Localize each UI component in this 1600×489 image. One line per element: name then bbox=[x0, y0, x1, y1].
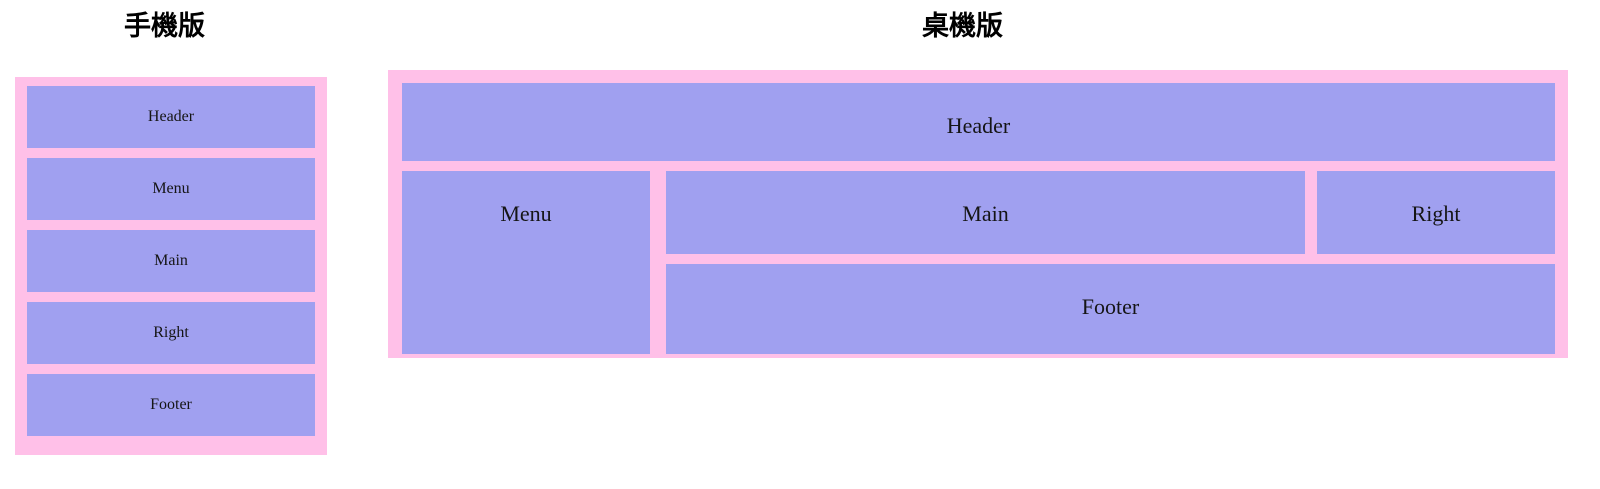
desktop-layout-container: Header Menu Main Right Footer bbox=[388, 70, 1568, 358]
mobile-layout-container: Header Menu Main Right Footer bbox=[15, 77, 327, 455]
desktop-layout-title: 桌機版 bbox=[922, 11, 1003, 42]
mobile-block-footer: Footer bbox=[27, 374, 315, 436]
mobile-block-header: Header bbox=[27, 86, 315, 148]
desktop-block-right: Right bbox=[1317, 171, 1555, 254]
mobile-block-right: Right bbox=[27, 302, 315, 364]
desktop-layout-grid: Header Menu Main Right Footer bbox=[402, 83, 1555, 354]
mobile-block-main: Main bbox=[27, 230, 315, 292]
mobile-block-menu: Menu bbox=[27, 158, 315, 220]
desktop-block-main: Main bbox=[666, 171, 1305, 254]
desktop-block-header: Header bbox=[402, 83, 1555, 161]
desktop-block-footer: Footer bbox=[666, 264, 1555, 354]
mobile-layout-title: 手機版 bbox=[124, 11, 205, 42]
desktop-block-menu: Menu bbox=[402, 171, 650, 354]
